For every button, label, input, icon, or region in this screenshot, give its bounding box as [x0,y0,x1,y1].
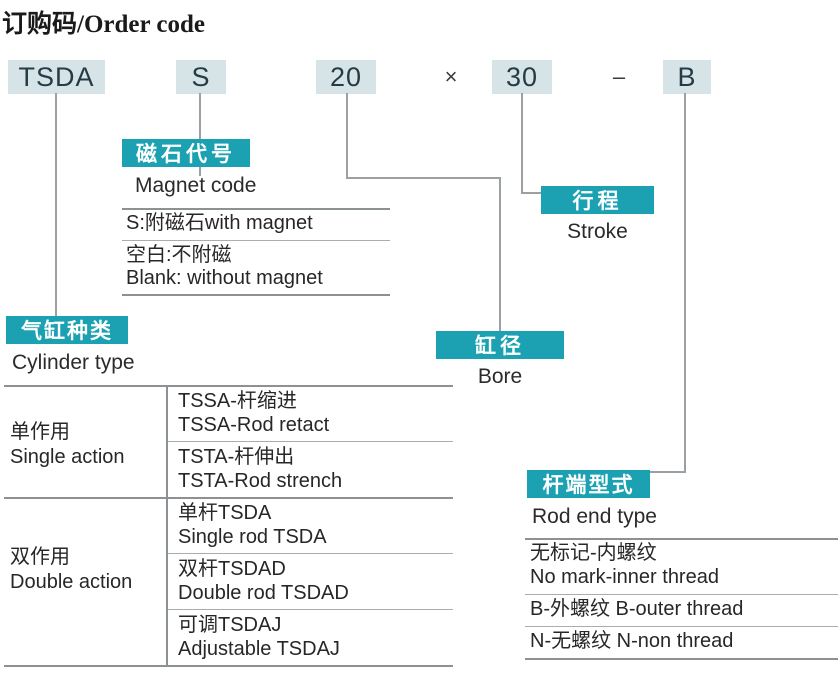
rod-end-row-0-line2: No mark-inner thread [530,566,719,588]
cylinder-table-rule-top [4,385,453,387]
cylinder-group-0-name-cn: 单作用 [10,421,70,443]
cylinder-type-label-cn: 气缸种类 [6,316,128,344]
cylinder-item-rule-0 [168,441,453,442]
cylinder-group-1-item-2-en: Adjustable TSDAJ [178,638,340,660]
cylinder-table-rule-group-split [4,497,453,499]
magnet-code-label-cn: 磁石代号 [122,139,250,167]
cylinder-table-vertical-divider [166,385,168,665]
cylinder-group-0-item-0-cn: TSSA-杆缩进 [178,390,297,412]
page-title: 订购码/Order code [2,11,205,38]
rod-end-table-rule-top [525,538,838,540]
connector-bore-vertical-lower [499,177,501,331]
order-code-chip-bore[interactable]: 20 [316,60,376,94]
cylinder-group-1-item-1-cn: 双杆TSDAD [178,558,286,580]
cylinder-type-label-en: Cylinder type [12,351,135,374]
cylinder-group-0-item-0-en: TSSA-Rod retact [178,414,330,436]
order-code-chip-rod-end[interactable]: B [663,60,711,94]
stroke-label-cn: 行程 [541,186,654,214]
bore-label-cn: 缸径 [436,331,564,359]
order-code-chip-magnet[interactable]: S [176,60,226,94]
cylinder-group-1-name-cn: 双作用 [10,546,70,568]
cylinder-group-0-item-1-en: TSTA-Rod strench [178,470,343,492]
magnet-code-row-1-line2: Blank: without magnet [126,267,323,289]
cylinder-group-1-item-2-cn: 可调TSDAJ [178,614,282,636]
cylinder-item-rule-2 [168,609,453,610]
rod-end-row-2-line1: N-无螺纹 N-non thread [530,630,734,652]
dash-symbol: – [612,64,626,89]
magnet-code-row-1-line1: 空白:不附磁 [126,244,232,266]
cylinder-group-1-name-en: Double action [10,571,133,593]
rod-end-row-1-line1: B-外螺纹 B-outer thread [530,598,744,620]
cylinder-item-rule-1 [168,553,453,554]
connector-magnet-to-magnet-code [199,93,201,176]
rod-end-type-label-en: Rod end type [532,505,657,528]
cylinder-group-1-item-0-en: Single rod TSDA [178,526,327,548]
magnet-code-row-0: S:附磁石with magnet [126,212,313,234]
order-code-chip-model[interactable]: TSDA [8,60,105,94]
order-code-chip-stroke[interactable]: 30 [492,60,552,94]
rod-end-type-label-cn: 杆端型式 [527,470,650,498]
multiply-symbol: × [444,64,458,89]
rod-end-table-rule-bottom [525,658,838,660]
connector-stroke-vertical [521,93,523,194]
cylinder-group-0-name-en: Single action [10,446,125,468]
connector-model-to-cylinder-type [55,93,57,316]
cylinder-group-1-item-0-cn: 单杆TSDA [178,502,272,524]
connector-rod-end-horizontal [645,471,686,473]
connector-bore-vertical-upper [346,93,348,177]
magnet-code-label-en: Magnet code [135,174,257,197]
magnet-code-rule-mid [122,240,390,241]
cylinder-group-1-item-1-en: Double rod TSDAD [178,582,349,604]
connector-stroke-horizontal [521,192,543,194]
connector-rod-end-vertical [684,93,686,473]
rod-end-row-0-line1: 无标记-内螺纹 [530,542,657,564]
magnet-code-rule-bottom [122,294,390,296]
cylinder-table-rule-bottom [4,665,453,667]
connector-bore-horizontal [346,177,501,179]
bore-label-en: Bore [477,365,523,388]
rod-end-table-rule-2 [525,626,838,627]
magnet-code-rule-top [122,208,390,210]
rod-end-table-rule-1 [525,594,838,595]
cylinder-group-0-item-1-cn: TSTA-杆伸出 [178,446,295,468]
stroke-label-en: Stroke [567,220,628,243]
